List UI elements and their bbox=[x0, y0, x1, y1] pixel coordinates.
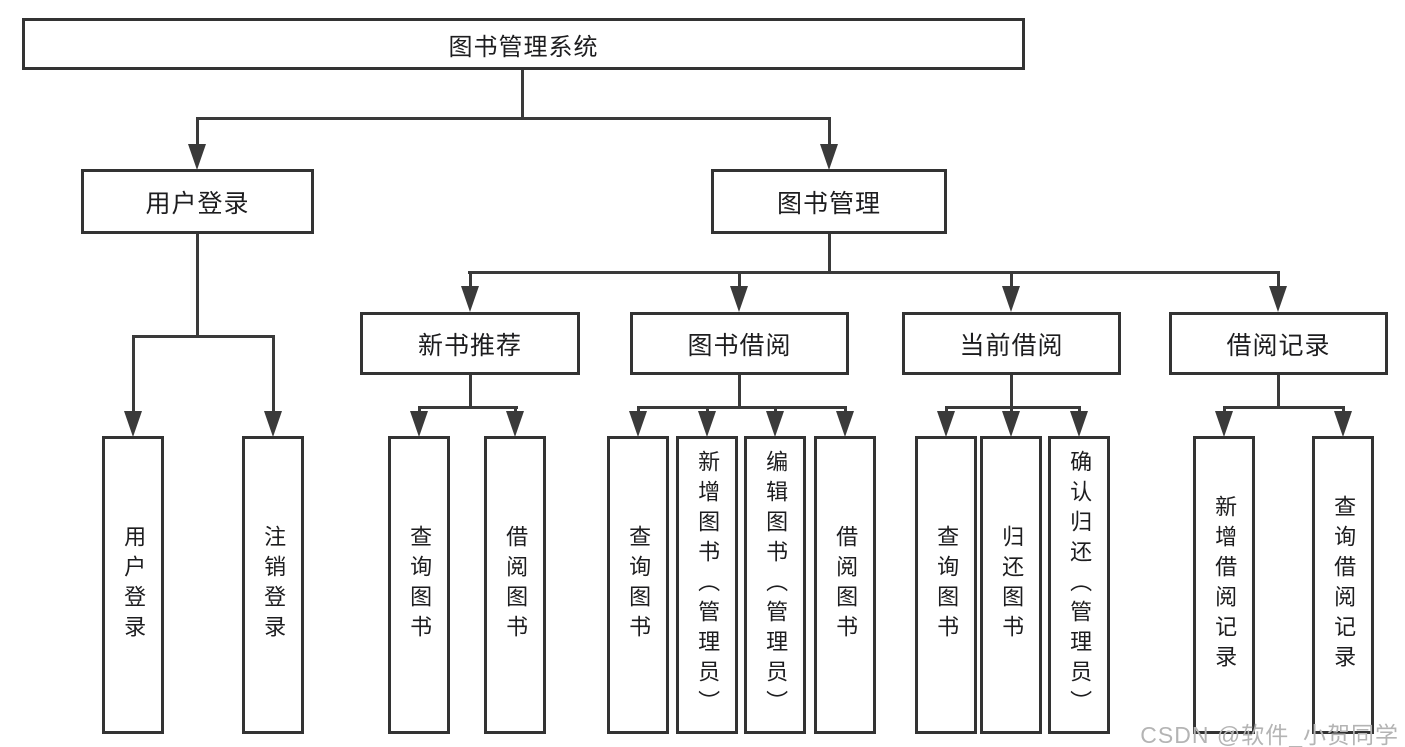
connector-borrow-rail bbox=[637, 406, 847, 409]
arrowhead-down bbox=[188, 144, 206, 170]
connector-drop bbox=[132, 335, 135, 413]
arrowhead-down bbox=[410, 411, 428, 437]
node-library-management-system: 图书管理系统 bbox=[22, 18, 1025, 70]
node-label: 图书管理系统 bbox=[448, 33, 599, 61]
node-label: 图书管理 bbox=[776, 189, 881, 218]
leaf-label: 用户登录 bbox=[121, 525, 147, 645]
connector-borrow-stem bbox=[738, 374, 741, 409]
arrowhead-down bbox=[1215, 411, 1233, 437]
connector-recommend-stem bbox=[469, 374, 472, 409]
connector-drop bbox=[272, 335, 275, 413]
leaf-label: 查询图书 bbox=[934, 525, 960, 645]
arrowhead-down bbox=[264, 411, 282, 437]
connector-drop bbox=[828, 117, 831, 147]
leaf-borrow-add-books-admin: 新增图书（管理员） bbox=[676, 436, 738, 734]
leaf-borrow-borrow-books: 借阅图书 bbox=[814, 436, 876, 734]
connector-drop bbox=[1277, 271, 1280, 289]
connector-current-rail bbox=[945, 406, 1081, 409]
leaf-records-add-record: 新增借阅记录 bbox=[1193, 436, 1255, 734]
connector-drop bbox=[1078, 406, 1081, 414]
leaf-records-query-record: 查询借阅记录 bbox=[1312, 436, 1374, 734]
arrowhead-down bbox=[1002, 286, 1020, 312]
leaf-label: 确认归还（管理员） bbox=[1067, 450, 1093, 720]
arrowhead-down bbox=[836, 411, 854, 437]
connector-drop bbox=[637, 406, 640, 414]
leaf-borrow-edit-books-admin: 编辑图书（管理员） bbox=[744, 436, 806, 734]
arrowhead-down bbox=[506, 411, 524, 437]
arrowhead-down bbox=[461, 286, 479, 312]
leaf-label: 编辑图书（管理员） bbox=[763, 450, 789, 720]
node-label: 借阅记录 bbox=[1226, 331, 1331, 360]
watermark: CSDN @软件_小贺同学 bbox=[1140, 722, 1399, 747]
node-current-borrow: 当前借阅 bbox=[902, 312, 1121, 375]
connector-drop bbox=[196, 117, 199, 147]
arrowhead-down bbox=[730, 286, 748, 312]
connector-userlogin-stem bbox=[196, 234, 199, 338]
node-book-borrow: 图书借阅 bbox=[630, 312, 849, 375]
leaf-current-confirm-return-admin: 确认归还（管理员） bbox=[1048, 436, 1110, 734]
arrowhead-down bbox=[820, 144, 838, 170]
leaf-current-return-books: 归还图书 bbox=[980, 436, 1042, 734]
connector-drop bbox=[1010, 271, 1013, 289]
node-label: 图书借阅 bbox=[687, 331, 792, 360]
leaf-label: 借阅图书 bbox=[503, 525, 529, 645]
arrowhead-down bbox=[1070, 411, 1088, 437]
node-label: 用户登录 bbox=[145, 189, 250, 218]
leaf-current-query-books: 查询图书 bbox=[915, 436, 977, 734]
arrowhead-down bbox=[629, 411, 647, 437]
connector-drop bbox=[1342, 406, 1345, 414]
node-user-login: 用户登录 bbox=[81, 169, 314, 234]
connector-records-rail bbox=[1223, 406, 1345, 409]
leaf-label: 归还图书 bbox=[999, 525, 1025, 645]
leaf-logout: 注销登录 bbox=[242, 436, 304, 734]
arrowhead-down bbox=[1002, 411, 1020, 437]
connector-drop bbox=[774, 406, 777, 414]
connector-userlogin-rail bbox=[132, 335, 275, 338]
connector-records-stem bbox=[1277, 374, 1280, 409]
connector-bookmgmt-stem bbox=[828, 234, 831, 274]
connector-recommend-rail bbox=[418, 406, 518, 409]
leaf-label: 查询借阅记录 bbox=[1331, 495, 1357, 675]
leaf-label: 注销登录 bbox=[261, 525, 287, 645]
connector-drop bbox=[844, 406, 847, 414]
connector-drop bbox=[514, 406, 517, 414]
connector-root-stem bbox=[521, 68, 524, 118]
connector-drop bbox=[1223, 406, 1226, 414]
leaf-label: 新增借阅记录 bbox=[1212, 495, 1238, 675]
node-label: 当前借阅 bbox=[959, 331, 1064, 360]
arrowhead-down bbox=[1334, 411, 1352, 437]
arrowhead-down bbox=[124, 411, 142, 437]
arrowhead-down bbox=[766, 411, 784, 437]
connector-drop bbox=[706, 406, 709, 414]
arrowhead-down bbox=[698, 411, 716, 437]
connector-drop bbox=[469, 271, 472, 289]
leaf-label: 新增图书（管理员） bbox=[695, 450, 721, 720]
connector-drop bbox=[1010, 406, 1013, 414]
leaf-borrow-query-books: 查询图书 bbox=[607, 436, 669, 734]
leaf-user-login: 用户登录 bbox=[102, 436, 164, 734]
node-borrow-records: 借阅记录 bbox=[1169, 312, 1388, 375]
leaf-recommend-query-books: 查询图书 bbox=[388, 436, 450, 734]
leaf-label: 借阅图书 bbox=[833, 525, 859, 645]
node-label: 新书推荐 bbox=[417, 331, 522, 360]
leaf-recommend-borrow-books: 借阅图书 bbox=[484, 436, 546, 734]
arrowhead-down bbox=[1269, 286, 1287, 312]
node-new-book-recommend: 新书推荐 bbox=[360, 312, 580, 375]
connector-drop bbox=[738, 271, 741, 289]
node-book-management: 图书管理 bbox=[711, 169, 947, 234]
leaf-label: 查询图书 bbox=[407, 525, 433, 645]
arrowhead-down bbox=[937, 411, 955, 437]
leaf-label: 查询图书 bbox=[626, 525, 652, 645]
connector-drop bbox=[418, 406, 421, 414]
connector-root-rail bbox=[196, 117, 831, 120]
connector-drop bbox=[945, 406, 948, 414]
connector-bookmgmt-rail bbox=[468, 271, 1280, 274]
connector-current-stem bbox=[1010, 374, 1013, 409]
